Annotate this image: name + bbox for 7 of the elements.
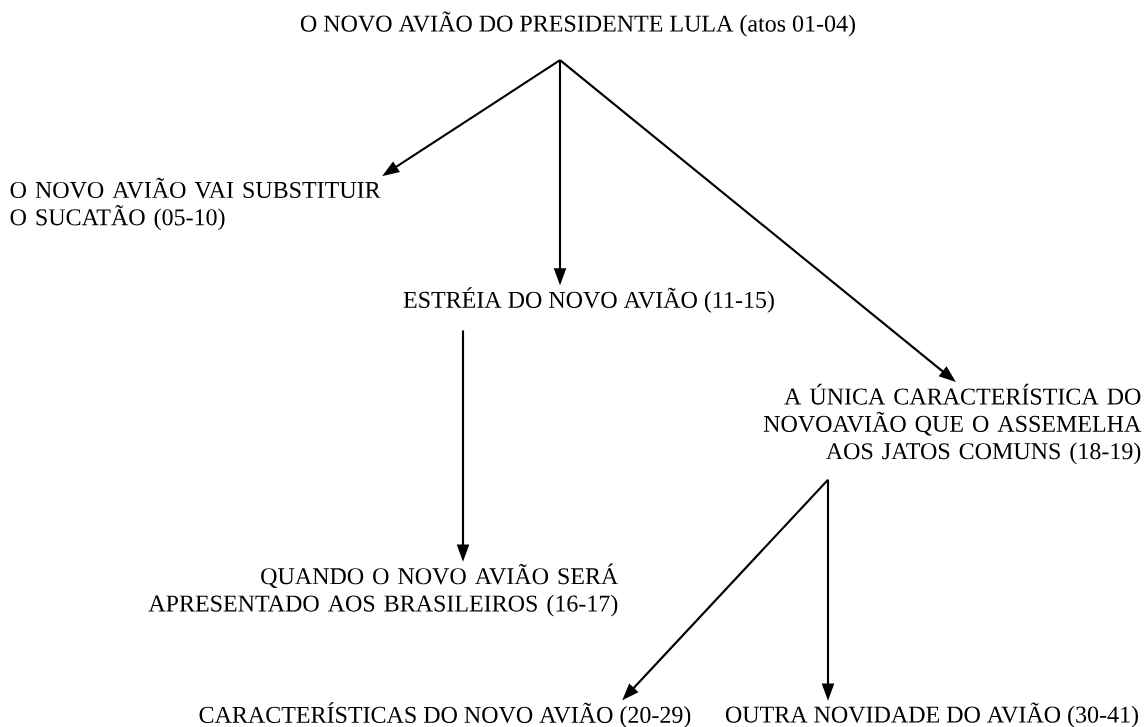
text-label: CARACTERÍSTICAS DO NOVO AVIÃO (20-29) <box>199 702 691 727</box>
text-label: O NOVO AVIÃO DO PRESIDENTE LULA (atos 01-04) <box>300 11 855 37</box>
text-label: A ÚNICA CARACTERÍSTICA DO NOVOAVIÃO QUE O ASSEMELHA AOS JATOS COMUNS (18-19) <box>763 383 1142 465</box>
text-label: OUTRA NOVIDADE DO AVIÃO (30-41) <box>725 702 1138 727</box>
text-label: ESTRÉIA DO NOVO AVIÃO (11-15) <box>403 287 774 313</box>
text-label: O NOVO AVIÃO VAI SUBSTITUIR O SUCATÃO (05-10) <box>10 177 381 231</box>
text-label: QUANDO O NOVO AVIÃO SERÁ APRESENTADO AOS BRASILEIROS (16-17) <box>148 563 619 617</box>
